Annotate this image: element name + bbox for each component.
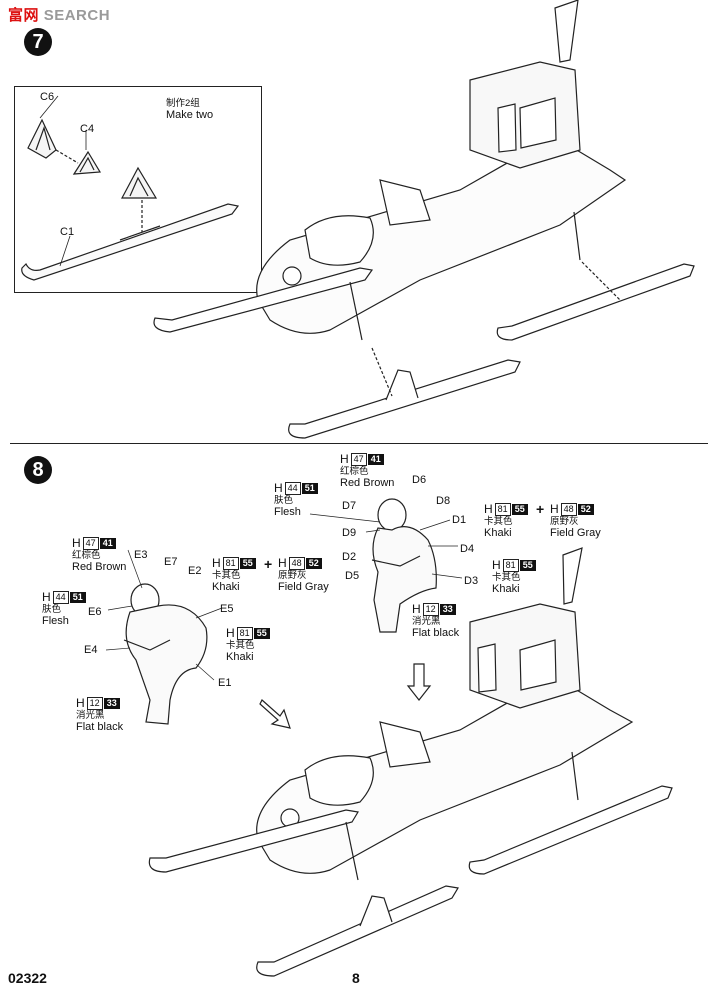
- part-label-e1: E1: [218, 677, 232, 689]
- part-label-d7: D7: [342, 500, 357, 512]
- watermark: 富网 SEARCH: [8, 7, 111, 24]
- step-number-8: 8: [24, 456, 52, 484]
- inset-box: [14, 86, 262, 293]
- plus-sign-2: +: [536, 501, 545, 517]
- inset-note: 制作2组 Make two: [166, 98, 214, 121]
- part-label-e4: E4: [84, 644, 98, 656]
- part-label-c4: C4: [80, 123, 95, 135]
- part-label-d4: D4: [460, 543, 475, 555]
- part-label-e3: E3: [134, 549, 148, 561]
- part-label-d5: D5: [345, 570, 360, 582]
- part-label-d1: D1: [452, 514, 467, 526]
- part-label-c6: C6: [40, 91, 55, 103]
- part-label-e5: E5: [220, 603, 234, 615]
- part-label-e2: E2: [188, 565, 202, 577]
- part-label-e6: E6: [88, 606, 102, 618]
- step-number-7: 7: [24, 28, 52, 56]
- page-number: 8: [352, 970, 360, 986]
- kit-code: 02322: [8, 970, 47, 986]
- part-label-d9: D9: [342, 527, 357, 539]
- part-label-d2: D2: [342, 551, 357, 563]
- part-label-d6: D6: [412, 474, 427, 486]
- part-label-c1: C1: [60, 226, 75, 238]
- step-divider: [10, 443, 708, 444]
- part-label-d8: D8: [436, 495, 451, 507]
- part-label-e7: E7: [164, 556, 178, 568]
- plus-sign: +: [264, 556, 273, 572]
- part-label-d3: D3: [464, 575, 479, 587]
